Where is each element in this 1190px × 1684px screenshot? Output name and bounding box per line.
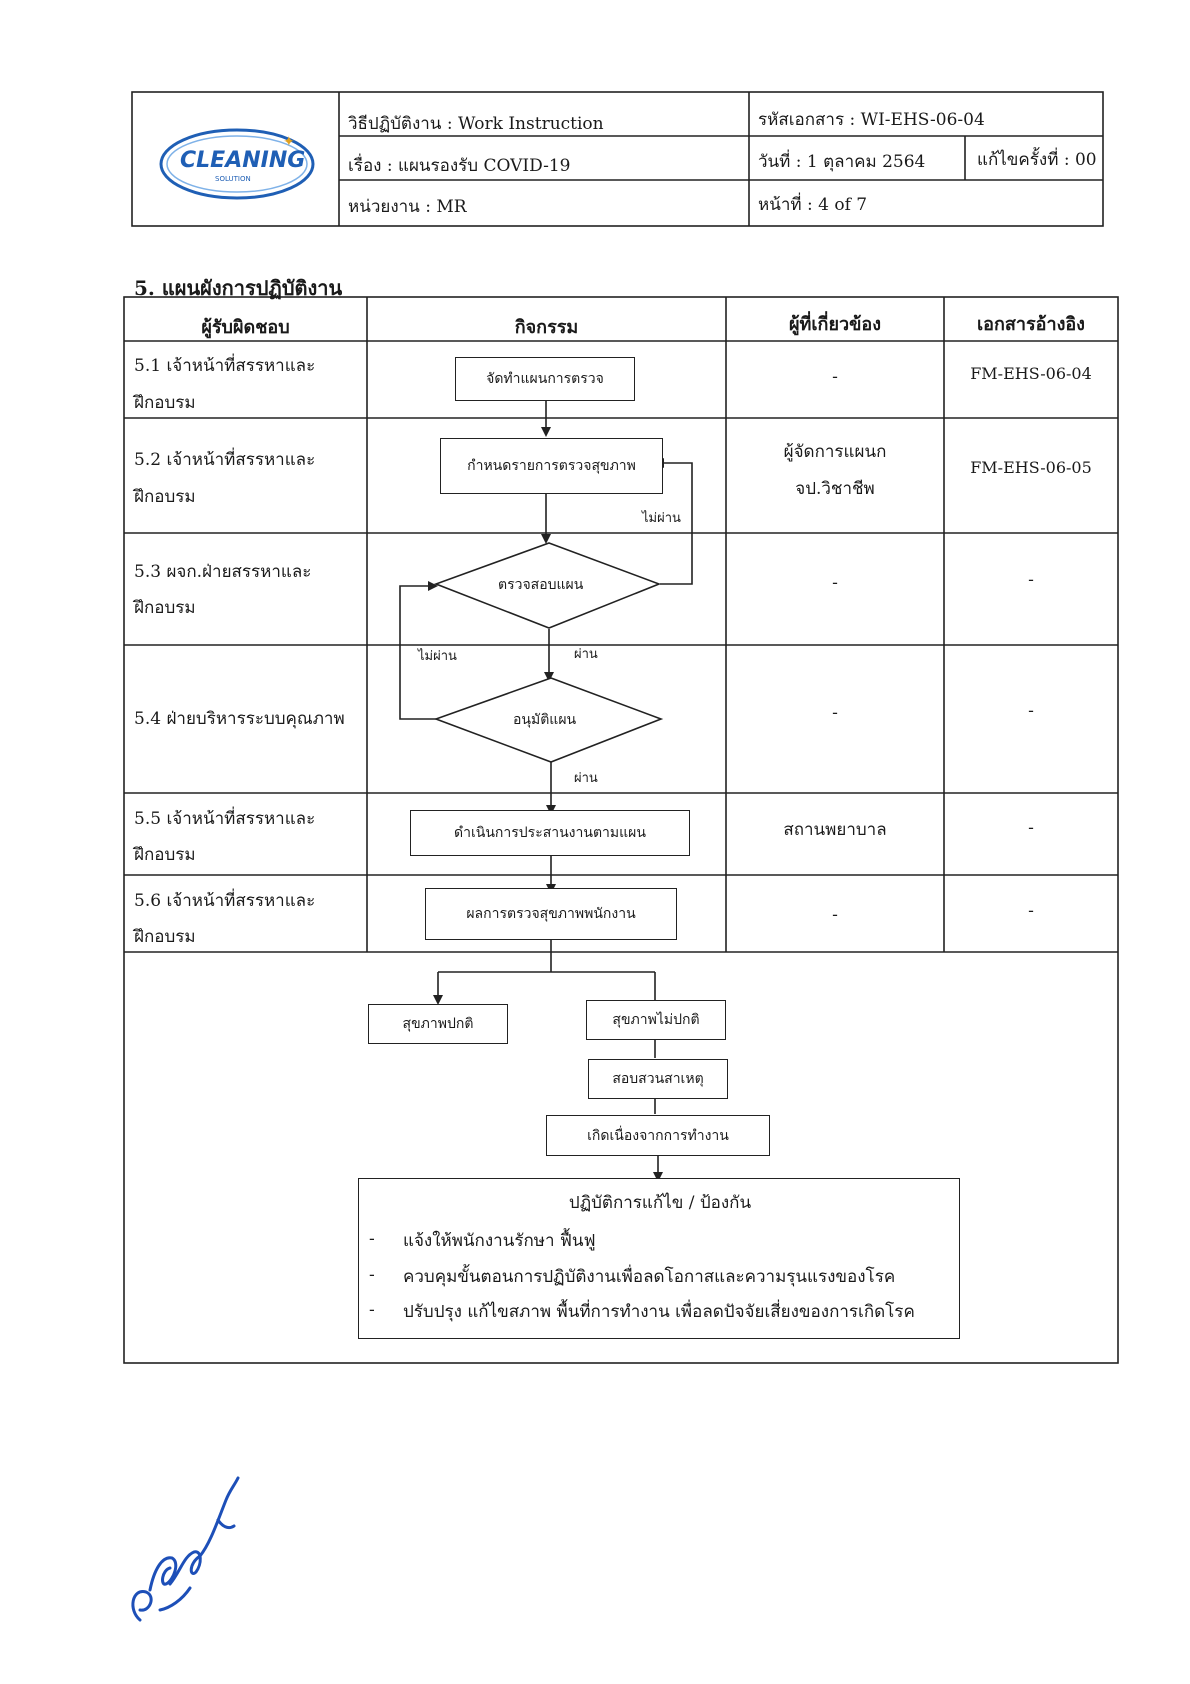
row4-reference: - (1028, 701, 1034, 721)
column-header-related: ผู้ที่เกี่ยวข้อง (788, 314, 882, 335)
corrective-action-title: ปฏิบัติการแก้ไข / ป้องกัน (568, 1193, 752, 1213)
company-logo: ✦ CLEANING SOLUTION (155, 122, 320, 204)
decision1-label: ตรวจสอบแผน (498, 577, 584, 593)
step2-box: กำหนดรายการตรวจสุขภาพ (440, 438, 663, 494)
row1-reference: FM-EHS-06-04 (970, 364, 1092, 383)
row5-responsible-line2: ฝึกอบรม (134, 845, 196, 865)
doc-page: หน้าที่ : 4 of 7 (758, 195, 868, 215)
decision2-pass-label: ผ่าน (574, 771, 598, 786)
doc-code: รหัสเอกสาร : WI-EHS-06-04 (758, 110, 985, 130)
doc-type: วิธีปฏิบัติงาน : Work Instruction (348, 114, 604, 134)
row2-responsible-line2: ฝึกอบรม (134, 487, 196, 507)
row5-related: สถานพยาบาล (783, 820, 887, 840)
normal-health-box: สุขภาพปกติ (368, 1004, 508, 1044)
doc-subject: เรื่อง : แผนรองรับ COVID-19 (348, 156, 571, 176)
doc-date: วันที่ : 1 ตุลาคม 2564 (758, 152, 926, 172)
step1-box: จัดทำแผนการตรวจ (455, 357, 635, 401)
section-title: 5. แผนผังการปฏิบัติงาน (134, 276, 343, 300)
step5-box: ดำเนินการประสานงานตามแผน (410, 810, 690, 856)
logo-subtext: SOLUTION (215, 175, 251, 183)
row5-responsible-line1: 5.5 เจ้าหน้าที่สรรหาและ (134, 809, 316, 829)
row1-responsible-line1: 5.1 เจ้าหน้าที่สรรหาและ (134, 356, 316, 376)
row6-related: - (832, 905, 838, 925)
decision1-pass-label: ผ่าน (574, 647, 598, 662)
row4-responsible-line1: 5.4 ฝ่ายบริหารระบบคุณภาพ (134, 709, 345, 729)
row3-related: - (832, 573, 838, 593)
corrective-action-item2: ควบคุมขั้นตอนการปฏิบัติงานเพื่อลดโอกาสแล… (403, 1267, 896, 1287)
decision2-label: อนุมัติแผน (513, 712, 577, 728)
row4-related: - (832, 703, 838, 723)
column-header-responsible: ผู้รับผิดชอบ (201, 317, 290, 338)
row3-responsible-line2: ฝึกอบรม (134, 598, 196, 618)
column-header-reference: เอกสารอ้างอิง (977, 314, 1085, 335)
row6-reference: - (1028, 901, 1034, 921)
row2-reference: FM-EHS-06-05 (970, 458, 1092, 477)
row2-responsible-line1: 5.2 เจ้าหน้าที่สรรหาและ (134, 450, 316, 470)
row1-related: - (832, 367, 838, 387)
row1-responsible-line2: ฝึกอบรม (134, 393, 196, 413)
decision2-shape (433, 677, 664, 763)
row3-responsible-line1: 5.3 ผจก.ฝ่ายสรรหาและ (134, 562, 312, 582)
column-header-activity: กิจกรรม (514, 317, 579, 338)
decision2-fail-label: ไม่ผ่าน (418, 649, 457, 664)
signature (131, 1476, 240, 1622)
row3-reference: - (1028, 570, 1034, 590)
corrective-action-box: ปฏิบัติการแก้ไข / ป้องกัน - แจ้งให้พนักง… (358, 1178, 960, 1339)
corrective-action-item3: ปรับปรุง แก้ไขสภาพ พื้นที่การทำงาน เพื่อ… (403, 1302, 915, 1322)
row5-reference: - (1028, 818, 1034, 838)
corrective-action-item1: แจ้งให้พนักงานรักษา ฟื้นฟู (403, 1231, 596, 1251)
step6-box: ผลการตรวจสุขภาพพนักงาน (425, 888, 677, 940)
corrective-action-bullet: - (369, 1265, 375, 1285)
investigate-box: สอบสวนสาเหตุ (588, 1059, 728, 1099)
abnormal-health-box: สุขภาพไม่ปกติ (586, 1000, 726, 1040)
decision1-shape (433, 542, 662, 629)
row2-related-line2: จป.วิชาชีพ (795, 479, 875, 499)
row2-related-line1: ผู้จัดการแผนก (783, 442, 887, 462)
work-related-box: เกิดเนื่องจากการทำงาน (546, 1115, 770, 1156)
corrective-action-bullet: - (369, 1229, 375, 1249)
row6-responsible-line1: 5.6 เจ้าหน้าที่สรรหาและ (134, 891, 316, 911)
decision1-fail-label: ไม่ผ่าน (642, 511, 681, 526)
logo-swoosh-icon: ✦ (159, 128, 315, 200)
row6-responsible-line2: ฝึกอบรม (134, 927, 196, 947)
svg-text:✦: ✦ (283, 134, 295, 150)
doc-department: หน่วยงาน : MR (348, 197, 467, 217)
doc-revision: แก้ไขครั้งที่ : 00 (977, 150, 1097, 170)
corrective-action-bullet: - (369, 1300, 375, 1320)
logo-text: CLEANING (180, 148, 306, 173)
